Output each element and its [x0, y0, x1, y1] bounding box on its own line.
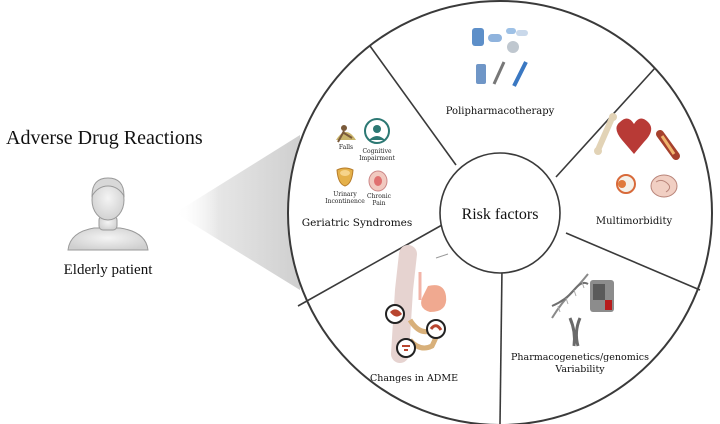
falls-label: Falls — [339, 144, 353, 151]
chronic-pain-icon — [368, 170, 388, 192]
digestive-system-icon — [385, 245, 449, 363]
organs-icon — [594, 113, 680, 198]
urinary-label-line1: Urinary — [333, 191, 357, 198]
geriatric-icons: Falls Cognitive Impairment Urinary Incon… — [325, 118, 395, 207]
center-label: Risk factors — [462, 206, 539, 223]
pills-and-syringe-icon — [472, 28, 528, 87]
page-title: Adverse Drug Reactions — [6, 127, 203, 149]
patient-label: Elderly patient — [64, 262, 154, 278]
segment-label-polipharmacotherapy: Polipharmacotherapy — [446, 106, 555, 117]
cognitive-impairment-icon — [364, 118, 390, 144]
falls-icon — [336, 125, 356, 143]
dna-and-sequencer-icon — [551, 273, 614, 347]
wheel-dividers — [297, 45, 701, 424]
pain-label-line1: Chronic — [367, 193, 392, 200]
pain-label-line2: Pain — [372, 200, 385, 207]
segment-label-pharmacogenetics-line2: Variability — [554, 364, 605, 375]
urinary-label-line2: Incontinence — [325, 198, 365, 205]
segment-label-multimorbidity: Multimorbidity — [596, 216, 673, 227]
segment-label-geriatric: Geriatric Syndromes — [302, 217, 413, 229]
connector-fan — [175, 135, 300, 290]
person-bust-icon — [67, 177, 149, 251]
urinary-incontinence-icon — [336, 167, 354, 187]
center-circle — [439, 152, 561, 274]
segment-label-adme: Changes in ADME — [370, 373, 458, 384]
segment-label-pharmacogenetics-line1: Pharmacogenetics/genomics — [511, 352, 649, 363]
cognitive-label-line2: Impairment — [359, 155, 395, 162]
cognitive-label-line1: Cognitive — [362, 148, 392, 155]
